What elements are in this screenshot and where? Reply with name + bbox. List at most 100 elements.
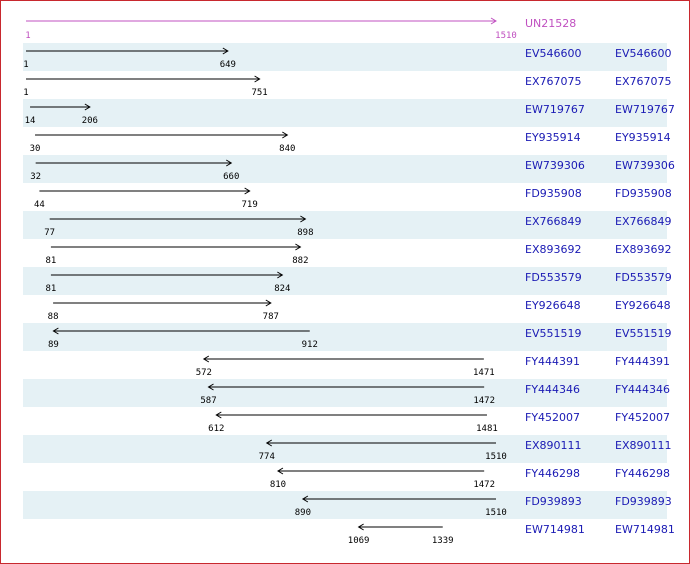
alignment-start-label: 890 bbox=[295, 508, 311, 518]
alignment-arrow bbox=[30, 103, 91, 111]
alignment-row bbox=[23, 99, 667, 127]
alignment-accession-link[interactable]: EX767075 bbox=[525, 75, 582, 88]
alignment-end-label: 719 bbox=[241, 200, 257, 210]
alignment-start-label: 14 bbox=[25, 116, 36, 126]
alignment-end-label: 840 bbox=[279, 144, 295, 154]
alignment-end-label: 787 bbox=[263, 312, 279, 322]
alignment-arrow bbox=[207, 383, 485, 391]
alignment-accession-link-secondary[interactable]: FY444346 bbox=[615, 383, 671, 396]
alignment-end-label: 898 bbox=[297, 228, 313, 238]
alignment-arrow bbox=[26, 75, 261, 83]
alignment-start-label: 587 bbox=[200, 396, 216, 406]
alignment-accession-link[interactable]: EW714981 bbox=[525, 523, 585, 536]
alignment-accession-link-secondary[interactable]: FY452007 bbox=[615, 411, 671, 424]
alignment-accession-link-secondary[interactable]: EX766849 bbox=[615, 215, 672, 228]
alignment-accession-link-secondary[interactable]: FY446298 bbox=[615, 467, 671, 480]
alignment-arrow bbox=[357, 523, 443, 531]
alignment-end-label: 824 bbox=[274, 284, 290, 294]
alignment-accession-link[interactable]: FD935908 bbox=[525, 187, 582, 200]
alignment-arrow bbox=[215, 411, 487, 419]
alignment-accession-link[interactable]: EV551519 bbox=[525, 327, 582, 340]
alignment-start-label: 774 bbox=[259, 452, 275, 462]
alignment-accession-link[interactable]: EV546600 bbox=[525, 47, 582, 60]
reference-start-label: 1 bbox=[25, 31, 30, 41]
alignment-accession-link-secondary[interactable]: EY935914 bbox=[615, 131, 671, 144]
alignment-accession-link[interactable]: EX893692 bbox=[525, 243, 582, 256]
reference-arrow bbox=[26, 17, 497, 25]
alignment-row bbox=[23, 435, 667, 463]
alignment-start-label: 810 bbox=[270, 480, 286, 490]
alignment-accession-link[interactable]: FY446298 bbox=[525, 467, 581, 480]
alignment-start-label: 77 bbox=[44, 228, 55, 238]
alignment-start-label: 1 bbox=[23, 60, 28, 70]
alignment-end-label: 912 bbox=[302, 340, 318, 350]
alignment-arrow bbox=[49, 215, 307, 223]
alignment-end-label: 206 bbox=[82, 116, 98, 126]
alignment-start-label: 32 bbox=[30, 172, 41, 182]
reference-end-label: 1510 bbox=[495, 31, 517, 41]
alignment-row bbox=[23, 379, 667, 407]
alignment-end-label: 1472 bbox=[473, 480, 495, 490]
alignment-row bbox=[23, 323, 667, 351]
alignment-end-label: 751 bbox=[251, 88, 267, 98]
alignment-start-label: 89 bbox=[48, 340, 59, 350]
alignment-accession-link[interactable]: FD939893 bbox=[525, 495, 582, 508]
alignment-start-label: 572 bbox=[196, 368, 212, 378]
alignment-accession-link[interactable]: EX890111 bbox=[525, 439, 582, 452]
alignment-arrow bbox=[35, 131, 289, 139]
alignment-accession-link[interactable]: EW739306 bbox=[525, 159, 585, 172]
alignment-start-label: 81 bbox=[45, 256, 56, 266]
alignment-accession-link[interactable]: EY926648 bbox=[525, 299, 581, 312]
alignment-end-label: 1471 bbox=[473, 368, 495, 378]
alignment-accession-link-secondary[interactable]: EW714981 bbox=[615, 523, 675, 536]
alignment-accession-link[interactable]: FY444391 bbox=[525, 355, 581, 368]
alignment-accession-link[interactable]: FY444346 bbox=[525, 383, 581, 396]
alignment-arrow bbox=[39, 187, 251, 195]
alignment-accession-link-secondary[interactable]: FY444391 bbox=[615, 355, 671, 368]
alignment-arrow bbox=[35, 159, 233, 167]
alignment-accession-link[interactable]: FD553579 bbox=[525, 271, 582, 284]
alignment-row bbox=[23, 211, 667, 239]
alignment-start-label: 44 bbox=[34, 200, 45, 210]
alignment-start-label: 1069 bbox=[348, 536, 370, 546]
alignment-arrow bbox=[50, 243, 302, 251]
alignment-arrow bbox=[202, 355, 484, 363]
alignment-start-label: 81 bbox=[45, 284, 56, 294]
alignment-row bbox=[23, 267, 667, 295]
alignment-end-label: 660 bbox=[223, 172, 239, 182]
alignment-accession-link-secondary[interactable]: EX767075 bbox=[615, 75, 672, 88]
alignment-arrow bbox=[301, 495, 496, 503]
alignment-accession-link[interactable]: EW719767 bbox=[525, 103, 585, 116]
alignment-end-label: 1472 bbox=[473, 396, 495, 406]
alignment-end-label: 1339 bbox=[432, 536, 454, 546]
alignment-accession-link-secondary[interactable]: EV546600 bbox=[615, 47, 672, 60]
alignment-accession-link-secondary[interactable]: EX890111 bbox=[615, 439, 672, 452]
alignment-accession-link[interactable]: FY452007 bbox=[525, 411, 581, 424]
alignment-end-label: 1510 bbox=[485, 452, 507, 462]
alignment-row bbox=[23, 43, 667, 71]
alignment-accession-link[interactable]: EX766849 bbox=[525, 215, 582, 228]
alignment-arrow bbox=[26, 47, 229, 55]
alignment-arrow bbox=[265, 439, 496, 447]
alignment-end-label: 649 bbox=[220, 60, 236, 70]
alignment-accession-link-secondary[interactable]: EX893692 bbox=[615, 243, 672, 256]
alignment-arrow bbox=[53, 299, 272, 307]
alignment-arrow bbox=[277, 467, 485, 475]
alignment-accession-link[interactable]: EY935914 bbox=[525, 131, 581, 144]
alignment-accession-link-secondary[interactable]: EW719767 bbox=[615, 103, 675, 116]
alignment-accession-link-secondary[interactable]: FD553579 bbox=[615, 271, 672, 284]
alignment-accession-link-secondary[interactable]: FD939893 bbox=[615, 495, 672, 508]
alignment-accession-link-secondary[interactable]: EY926648 bbox=[615, 299, 671, 312]
alignment-row bbox=[23, 491, 667, 519]
alignment-start-label: 1 bbox=[23, 88, 28, 98]
alignment-end-label: 882 bbox=[292, 256, 308, 266]
reference-accession[interactable]: UN21528 bbox=[525, 17, 577, 30]
alignment-start-label: 88 bbox=[48, 312, 59, 322]
alignment-accession-link-secondary[interactable]: FD935908 bbox=[615, 187, 672, 200]
alignment-arrow bbox=[52, 327, 310, 335]
alignment-end-label: 1481 bbox=[476, 424, 498, 434]
alignment-accession-link-secondary[interactable]: EW739306 bbox=[615, 159, 675, 172]
alignment-accession-link-secondary[interactable]: EV551519 bbox=[615, 327, 672, 340]
